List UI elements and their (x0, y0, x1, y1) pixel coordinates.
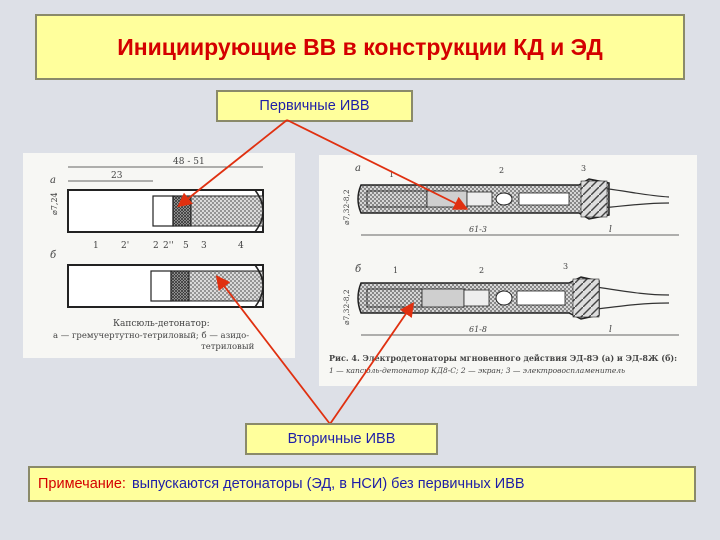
callout-b1: 1 (393, 266, 398, 275)
right-dim-b: 61-8 (469, 325, 487, 334)
note-label: Примечание: (38, 476, 126, 492)
callout-b2: 2 (479, 266, 484, 275)
dim-inner: 23 (111, 171, 123, 181)
note-box: Примечание: выпускаются детонаторы (ЭД, … (28, 466, 696, 502)
letter-b: б (50, 250, 57, 261)
callout: 2'' (163, 241, 174, 251)
callout: 5 (183, 241, 189, 251)
left-caption-line1: а — гремучертутно-тетриловый; б — азидо- (53, 330, 249, 341)
right-dim-l: l (609, 225, 612, 235)
left-drawing: 48 - 51 23 а б ⌀7,24 1 2' 2 2'' 5 3 4 (23, 153, 295, 358)
cap-a (67, 189, 264, 233)
dim-top: 48 - 51 (173, 157, 205, 167)
callout-a3: 3 (581, 164, 586, 173)
callout: 2' (121, 241, 129, 251)
right-letter-a: а (355, 163, 361, 174)
callout-b3: 3 (563, 262, 568, 271)
detonator-a: 61-3 l 1 2 3 (357, 164, 679, 236)
detonator-b: 61-8 l 1 2 3 (357, 262, 679, 336)
callout: 2 (153, 241, 159, 251)
letter-a: а (50, 175, 56, 186)
callout: 1 (93, 241, 99, 251)
right-drawing: а б ⌀7,32-8,2 ⌀7,32-8,2 61-3 l 1 2 3 (319, 155, 697, 386)
secondary-ivv-label: Вторичные ИВВ (245, 423, 438, 455)
right-dia-a: ⌀7,32-8,2 (342, 189, 351, 225)
left-caption-line2: тетриловый (201, 342, 255, 352)
callout: 4 (238, 241, 244, 251)
note-text: выпускаются детонаторы (ЭД, в НСИ) без п… (131, 476, 525, 492)
callout-a1: 1 (389, 170, 394, 179)
cap-b (67, 264, 264, 308)
electric-detonator-drawing: а б ⌀7,32-8,2 ⌀7,32-8,2 61-3 l 1 2 3 (329, 163, 679, 375)
right-caption-line1: Рис. 4. Электродетонаторы мгновенного де… (329, 353, 677, 363)
right-dim-l-b: l (609, 325, 612, 335)
right-dia-b: ⌀7,32-8,2 (342, 289, 351, 325)
left-caption-title: Капсюль-детонатор: (113, 319, 210, 329)
title-box: Инициирующие ВВ в конструкции КД и ЭД (35, 14, 685, 80)
left-callouts: 1 2' 2 2'' 5 3 4 (93, 241, 244, 251)
detonator-cap-drawing: 48 - 51 23 а б ⌀7,24 1 2' 2 2'' 5 3 4 (50, 157, 264, 352)
dia-label: ⌀7,24 (50, 192, 59, 215)
primary-ivv-label: Первичные ИВВ (216, 90, 413, 122)
right-dim-a: 61-3 (469, 225, 487, 234)
right-caption-line2: 1 — капсюль-детонатор КД8-С; 2 — экран; … (329, 366, 625, 375)
slide-title: Инициирующие ВВ в конструкции КД и ЭД (117, 33, 603, 60)
callout: 3 (201, 241, 207, 251)
callout-a2: 2 (499, 166, 504, 175)
right-letter-b: б (355, 264, 362, 275)
